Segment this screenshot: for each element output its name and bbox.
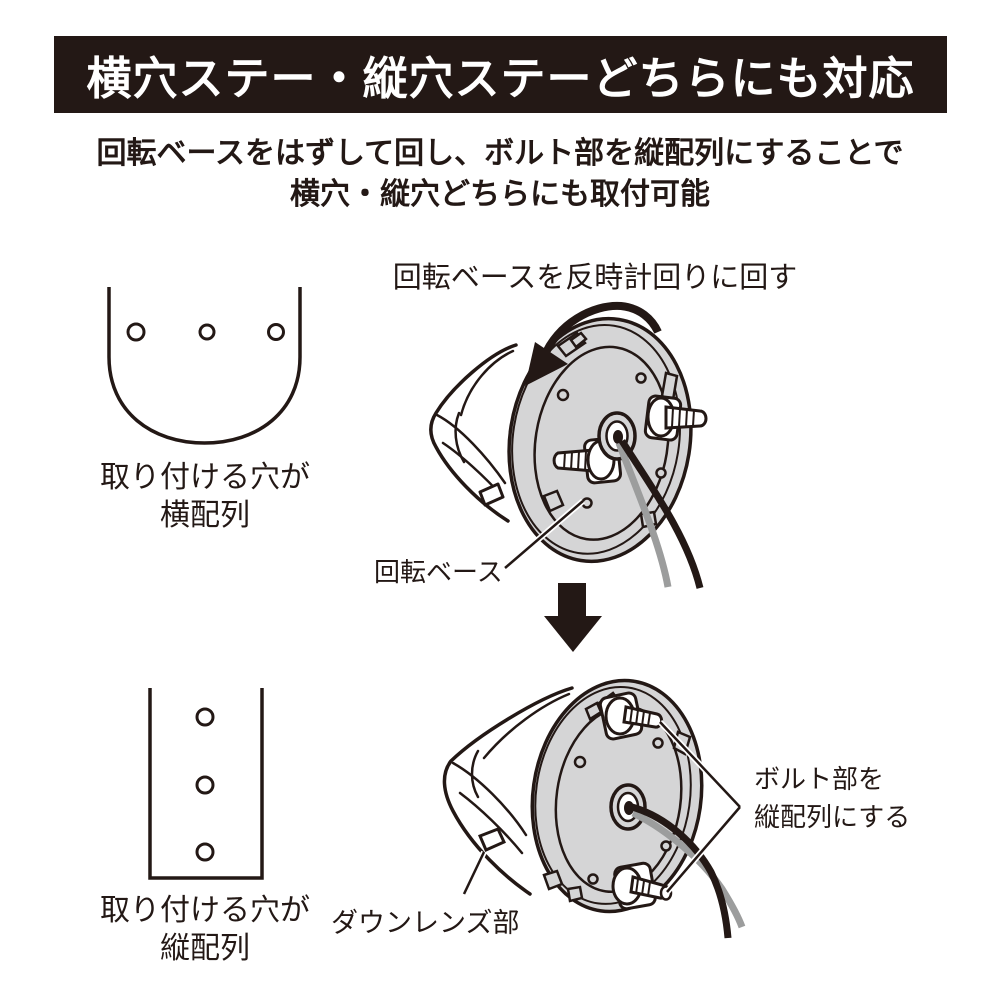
wire-black — [619, 439, 704, 589]
rotating-base-label: 回転ベース — [374, 558, 503, 588]
down-lens-label: ダウンレンズ部 — [331, 908, 520, 939]
bolt-top — [598, 691, 664, 741]
bolt-label-pointer — [657, 719, 743, 894]
rotate-caption: 回転ベースを反時計回りに回す — [392, 260, 798, 294]
vertical-hole-stay-diagram — [148, 688, 264, 880]
bolt-right — [643, 394, 708, 442]
plate-holes — [573, 737, 672, 885]
intro-text: 回転ベースをはずして回し、ボルト部を縦配列にすることで 横穴・縦穴どちらにも取付… — [0, 133, 1000, 215]
intro-line-1: 回転ベースをはずして回し、ボルト部を縦配列にすることで — [96, 136, 904, 171]
lamp-body — [429, 343, 518, 523]
bolt-arrangement-label: ボルト部を 縦配列にする — [754, 765, 911, 833]
wire-gray — [615, 441, 672, 588]
down-lens-marker — [478, 482, 505, 507]
header-banner: 横穴ステー・縦穴ステーどちらにも対応 — [54, 36, 947, 113]
counterclockwise-arrow-icon — [525, 301, 662, 386]
down-arrow-icon — [544, 583, 602, 652]
lamp-body — [442, 686, 574, 896]
horizontal-stay-label: 取り付ける穴が 横配列 — [100, 460, 310, 533]
horizontal-hole-stay-diagram — [107, 287, 302, 445]
stay-outline — [107, 287, 302, 445]
intro-line-2: 横穴・縦穴どちらにも取付可能 — [290, 177, 710, 212]
stay-outline — [148, 688, 264, 880]
stay-holes-vertical — [195, 707, 215, 862]
down-lens-marker — [478, 827, 506, 852]
lamp-rear-step2-illustration — [442, 678, 746, 939]
plate-holes — [556, 372, 667, 509]
lamp-rear-step1-illustration — [429, 301, 708, 589]
vertical-stay-label: 取り付ける穴が 縦配列 — [100, 893, 310, 966]
stay-holes-horizontal — [126, 322, 285, 342]
page-title: 横穴ステー・縦穴ステーどちらにも対応 — [86, 52, 915, 105]
bolt-bottom — [611, 861, 673, 911]
lens-label-pointer — [461, 850, 487, 896]
base-label-pointer — [503, 498, 585, 571]
wire-black — [630, 803, 732, 939]
